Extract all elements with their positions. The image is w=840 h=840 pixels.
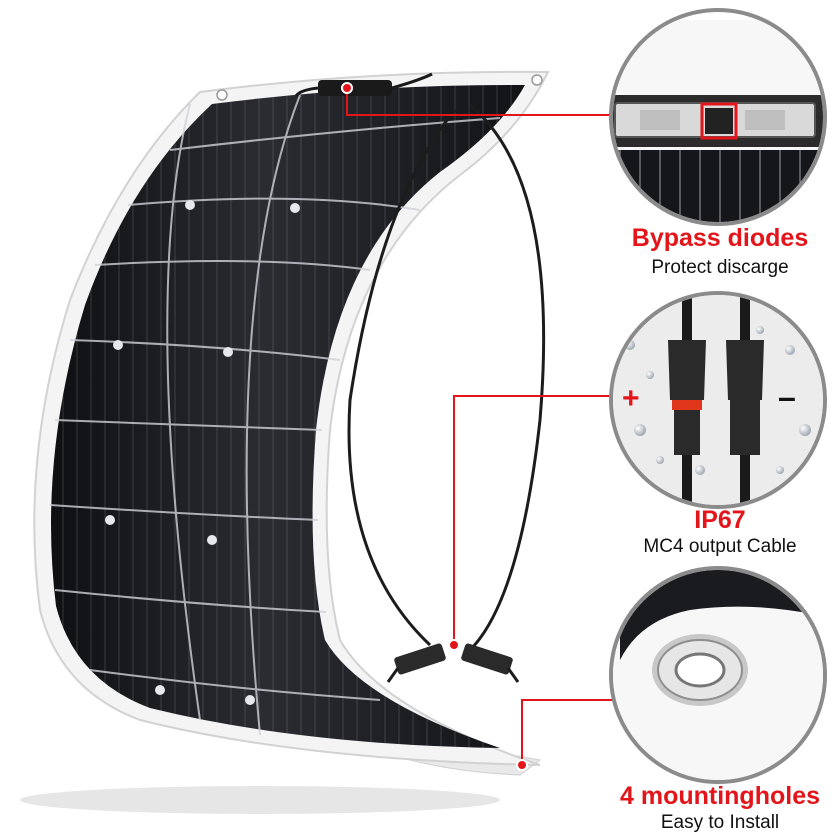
panel-shadow [20,786,500,814]
mc4-cable-detail [609,291,827,509]
bypass-diodes-detail [609,8,827,226]
easy-install-subtitle: Easy to Install [660,812,780,833]
leader-dot [516,759,528,771]
cell-grid [49,94,501,736]
mounting-hole-detail [609,566,827,784]
leader-lines [346,88,615,760]
output-cable [347,109,457,647]
minus-sign: – [778,379,796,415]
bypass-diodes-subtitle: Protect discarge [651,257,789,278]
leader-dot [341,82,353,94]
panel-mounting-hole [531,74,543,86]
bypass-diodes-title: Bypass diodes [631,224,809,252]
mc4-connectors [386,643,520,683]
ip67-title: IP67 [694,506,746,534]
cell-corners [105,200,300,705]
mc4-cable-subtitle: MC4 output Cable [643,536,797,557]
panel-mounting-hole [216,89,228,101]
plus-sign: + [622,382,640,415]
output-cable [468,103,546,652]
leader-dot [448,639,460,651]
junction-box [318,80,392,96]
mounting-holes-title: 4 mountingholes [620,782,820,810]
